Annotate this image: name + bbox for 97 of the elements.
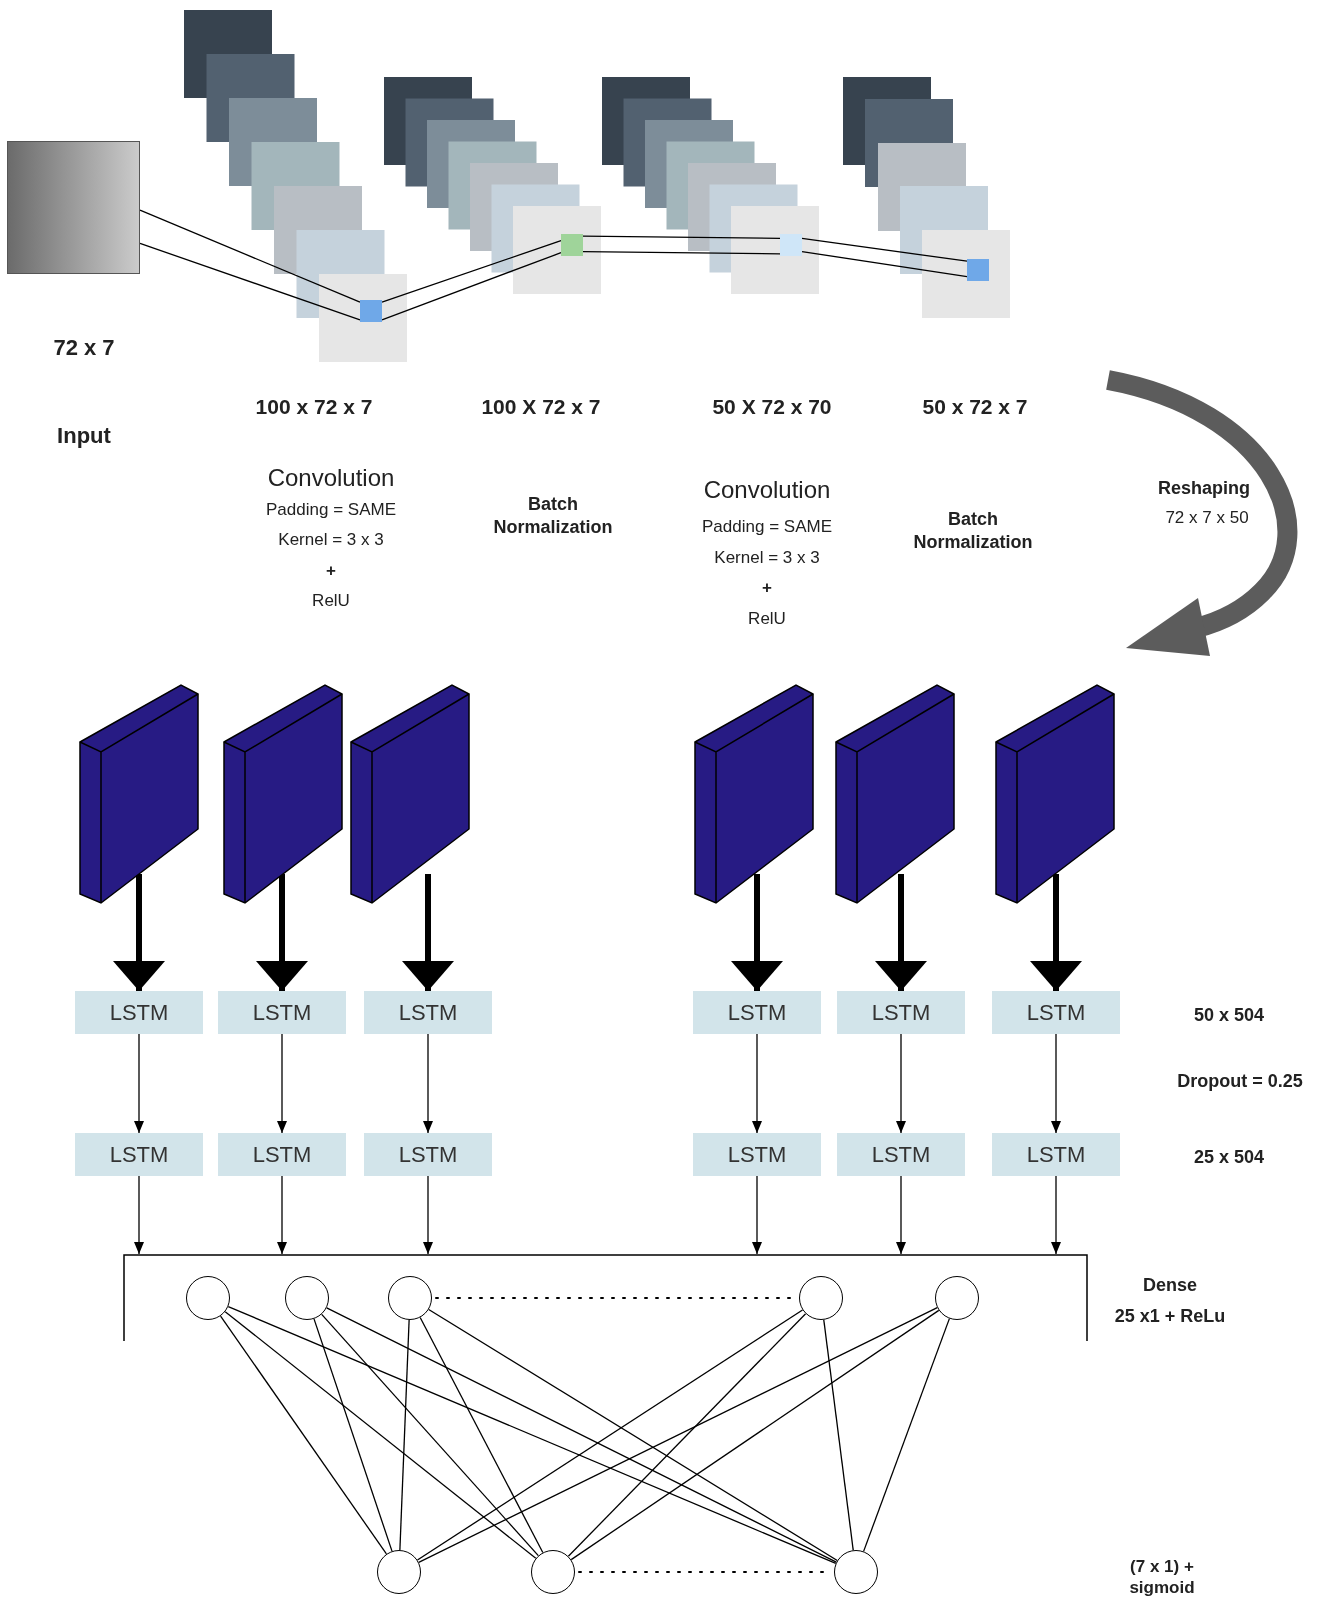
connection-line	[862, 1318, 951, 1552]
shape-label: 25 x 504	[1193, 1145, 1265, 1169]
connection-line	[326, 1307, 837, 1563]
shape-label: 100 X 72 x 7	[481, 393, 601, 420]
neuron-circle	[186, 1276, 230, 1320]
lstm-box: LSTM	[218, 1133, 346, 1176]
operation-label: Reshaping	[1158, 476, 1250, 500]
connection-line	[801, 237, 968, 262]
connection-line	[139, 242, 361, 321]
input-matrix	[7, 141, 140, 274]
feature-slab-drawing	[835, 684, 955, 904]
lstm-box: LSTM	[693, 1133, 821, 1176]
layer-parameter: Kernel = 3 x 3	[278, 529, 384, 551]
lstm-box: LSTM	[992, 991, 1120, 1034]
output-label: (7 x 1) + sigmoid	[1128, 1555, 1196, 1599]
arrow	[277, 1033, 287, 1134]
shape-label: 50 x 504	[1193, 1003, 1265, 1027]
lstm-box: LSTM	[693, 991, 821, 1034]
layer-caption: 72 x 7	[53, 334, 115, 362]
connection-line	[224, 1311, 537, 1559]
layer-title: Batch Normalization	[492, 492, 614, 538]
arrow	[1030, 874, 1082, 991]
layer-title: Batch Normalization	[912, 507, 1034, 553]
feature-slab-drawing	[995, 684, 1115, 904]
lstm-box: LSTM	[992, 1133, 1120, 1176]
lstm-box: LSTM	[837, 1133, 965, 1176]
arrow	[752, 1175, 762, 1255]
connection-line	[381, 252, 562, 321]
arrow	[402, 874, 454, 991]
connection-line	[582, 235, 781, 240]
neuron-circle	[377, 1550, 421, 1594]
connection-line	[399, 1319, 410, 1551]
lstm-box: LSTM	[364, 1133, 492, 1176]
layer-caption: Input	[57, 422, 111, 450]
layer-caption: 25 x1 + ReLu	[1114, 1304, 1226, 1328]
connection-line	[313, 1318, 393, 1552]
kernel-cell	[967, 259, 989, 281]
neuron-circle	[285, 1276, 329, 1320]
neuron-circle	[834, 1550, 878, 1594]
feature-slab-drawing	[694, 684, 814, 904]
kernel-cell	[360, 300, 382, 322]
connection-line	[227, 1305, 837, 1565]
neuron-circle	[388, 1276, 432, 1320]
connection-line	[570, 1309, 940, 1561]
connection-line	[219, 1315, 388, 1555]
lstm-box: LSTM	[218, 991, 346, 1034]
arrow	[1051, 1175, 1061, 1255]
layer-parameter: Kernel = 3 x 3	[714, 547, 820, 569]
neuron-circle	[935, 1276, 979, 1320]
arrow	[1051, 1033, 1061, 1134]
lstm-box: LSTM	[837, 991, 965, 1034]
shape-label: 50 X 72 x 70	[712, 393, 832, 420]
layer-parameter: +	[326, 560, 336, 582]
layer-parameter: Padding = SAME	[266, 499, 396, 521]
arrow	[423, 1033, 433, 1134]
neuron-circle	[799, 1276, 843, 1320]
shape-label: 50 x 72 x 7	[922, 393, 1028, 420]
arrow	[875, 874, 927, 991]
connection-line	[321, 1313, 539, 1557]
feature-slab-drawing	[350, 684, 470, 904]
arrow	[423, 1175, 433, 1255]
layer-parameter: Padding = SAME	[702, 516, 832, 538]
shape-label: 72 x 7 x 50	[1165, 507, 1249, 529]
connection-line	[381, 239, 562, 303]
feature-slab-drawing	[79, 684, 199, 904]
layer-title: Convolution	[267, 463, 395, 493]
arrow	[134, 1033, 144, 1134]
dropout-label: Dropout = 0.25	[1177, 1069, 1303, 1093]
connection-line	[582, 250, 781, 255]
arrow	[113, 874, 165, 991]
kernel-cell	[780, 234, 802, 256]
kernel-cell	[561, 234, 583, 256]
dense-layer-bracket	[123, 1254, 1088, 1341]
arrow	[256, 874, 308, 991]
arrow	[277, 1175, 287, 1255]
connection-line	[418, 1307, 938, 1563]
arrow	[896, 1033, 906, 1134]
feature-slab-drawing	[223, 684, 343, 904]
shape-label: 100 x 72 x 7	[255, 393, 373, 420]
arrow	[731, 874, 783, 991]
lstm-box: LSTM	[75, 1133, 203, 1176]
layer-parameter: RelU	[748, 608, 786, 630]
layer-parameter: +	[762, 577, 772, 599]
lstm-box: LSTM	[364, 991, 492, 1034]
connection-line	[139, 209, 361, 303]
connection-line	[567, 1313, 807, 1557]
connection-line	[801, 250, 968, 278]
connection-line	[823, 1319, 854, 1551]
connection-line	[419, 1316, 544, 1554]
layer-caption: Dense	[1143, 1273, 1197, 1297]
layer-parameter: RelU	[312, 590, 350, 612]
arrow	[896, 1175, 906, 1255]
neuron-circle	[531, 1550, 575, 1594]
lstm-box: LSTM	[75, 991, 203, 1034]
layer-title: Convolution	[703, 475, 831, 505]
arrow	[134, 1175, 144, 1255]
arrow	[752, 1033, 762, 1134]
